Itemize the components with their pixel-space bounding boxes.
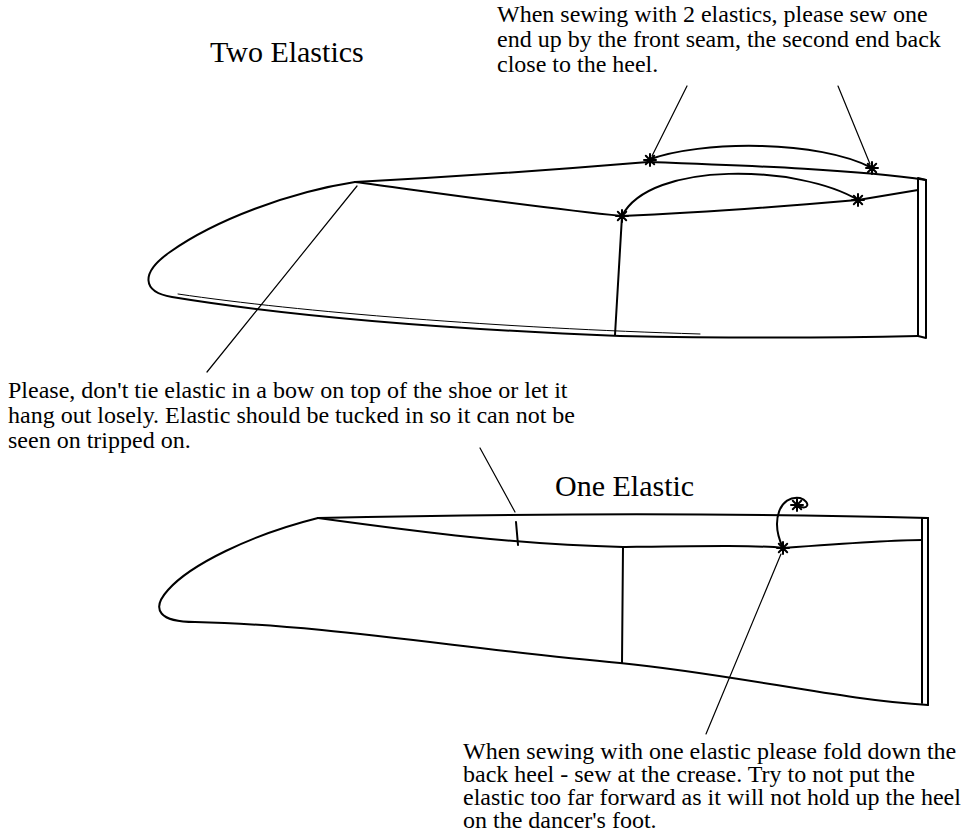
stitch-mark: [616, 210, 628, 222]
leader-line: [207, 186, 357, 372]
stitch-mark: [852, 194, 864, 206]
leader-line: [706, 554, 781, 734]
shoe-top-edge: [318, 514, 928, 518]
sole-line: [178, 294, 700, 334]
shoe-seam: [622, 547, 623, 663]
shoe-opening: [318, 518, 922, 548]
leader-line: [652, 86, 687, 156]
leader-line: [480, 448, 515, 512]
section-heading: Two Elastics: [210, 34, 510, 70]
note-text: When sewing with one elastic please fold…: [463, 740, 963, 832]
note-text: Please, don't tie elastic in a bow on to…: [8, 378, 583, 453]
leader-line: [838, 86, 870, 164]
shoe-top-edge: [355, 162, 926, 182]
shoe-outline: [148, 182, 918, 338]
two-elastic-shoe: [148, 146, 926, 338]
stitch-mark: [791, 499, 803, 511]
elastic-band: [622, 174, 858, 216]
shoe-heel: [922, 518, 928, 705]
stitch-mark: [866, 162, 878, 174]
stitch-mark: [777, 542, 789, 554]
shoe-heel: [918, 178, 926, 338]
shoe-seam: [615, 216, 622, 335]
stitch-mark: [644, 154, 656, 166]
one-elastic-shoe: [159, 498, 928, 705]
shoe-outline: [159, 518, 928, 705]
section-heading: One Elastic: [555, 468, 855, 504]
note-text: When sewing with 2 elastics, please sew …: [497, 2, 962, 77]
elastic-band: [648, 146, 872, 168]
elastic-band: [777, 498, 807, 548]
shoe-seam: [516, 522, 518, 545]
